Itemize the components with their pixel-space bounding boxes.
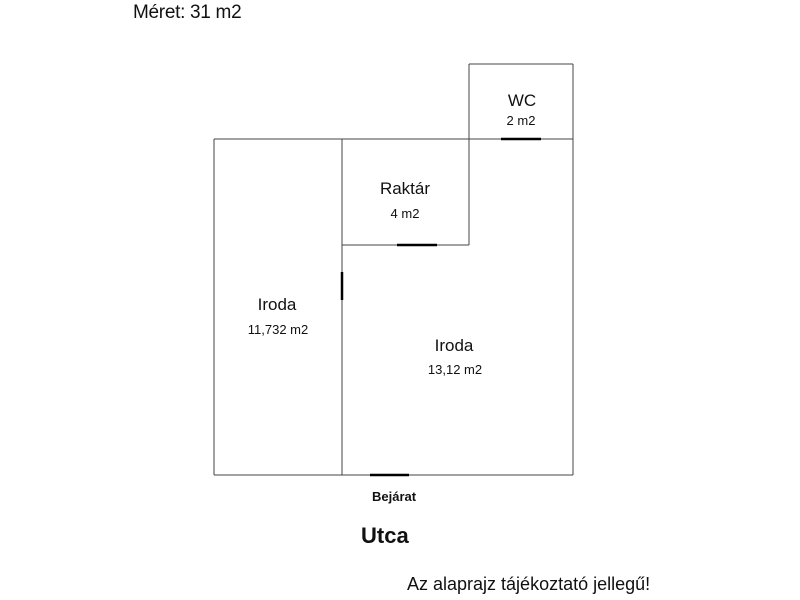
room-name-storage: Raktár	[380, 179, 430, 198]
room-area-office-left: 11,732 m2	[248, 322, 308, 337]
room-name-office-left: Iroda	[258, 295, 297, 314]
room-name-wc: WC	[508, 91, 536, 110]
room-area-wc: 2 m2	[507, 113, 536, 128]
room-name-office-main: Iroda	[435, 336, 474, 355]
room-area-office-main: 13,12 m2	[428, 362, 482, 377]
disclaimer-text: Az alaprajz tájékoztató jellegű!	[407, 574, 651, 594]
entrance-label: Bejárat	[372, 489, 417, 504]
street-label: Utca	[361, 523, 409, 548]
floor-area-title: Méret: 31 m2	[133, 2, 242, 23]
room-area-storage: 4 m2	[391, 206, 420, 221]
